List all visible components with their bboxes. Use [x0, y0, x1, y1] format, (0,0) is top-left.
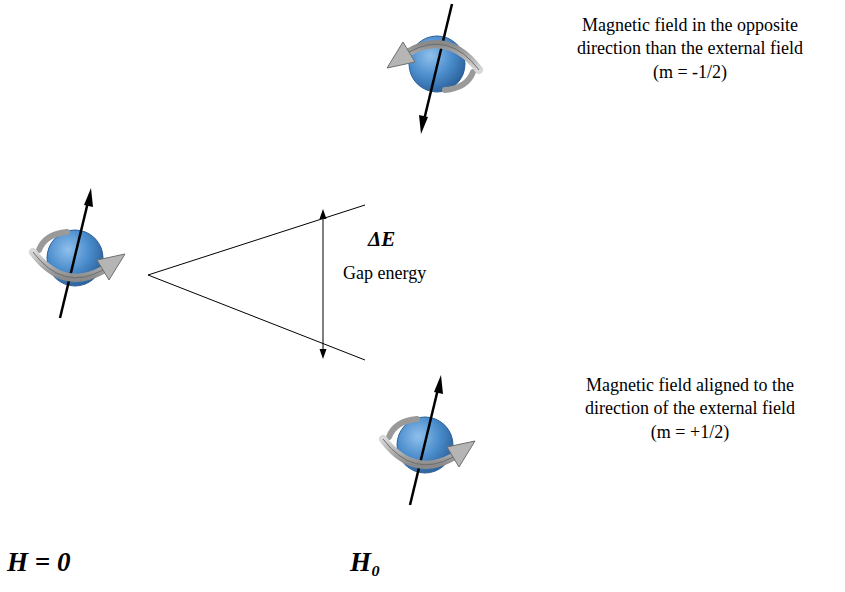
state-description: Magnetic field aligned to the direction … — [555, 374, 825, 421]
quantum-number: (m = -1/2) — [555, 61, 825, 84]
energy-symbol: ΔE — [368, 226, 395, 253]
field-label: H₀ — [350, 545, 380, 580]
quantum-number: (m = +1/2) — [555, 421, 825, 444]
field-label: H = 0 — [7, 545, 70, 580]
state-description: Magnetic field in the opposite direction… — [555, 14, 825, 61]
gap-label: Gap energy — [343, 262, 426, 285]
